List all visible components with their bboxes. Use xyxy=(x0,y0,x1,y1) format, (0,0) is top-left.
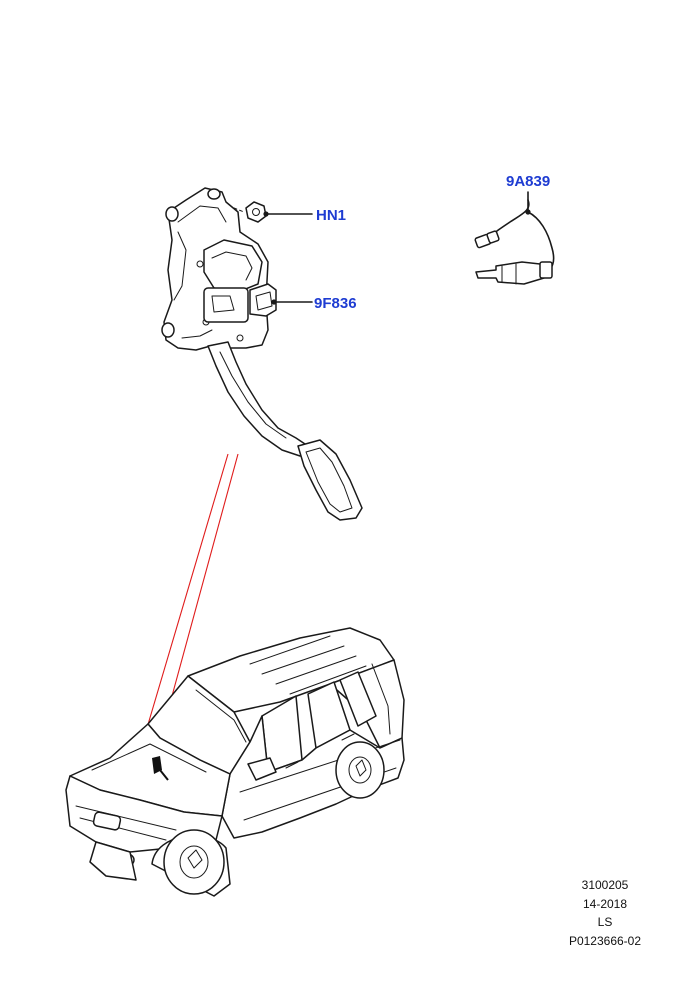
switch-assembly-9a839 xyxy=(474,199,555,285)
callout-9f836: 9F836 xyxy=(314,295,357,312)
hn1-leader-dot xyxy=(263,211,269,217)
reference-illustration-id: P0123666-02 xyxy=(568,933,642,948)
callout-9a839: 9A839 xyxy=(506,173,550,190)
reference-code: 3100205 xyxy=(581,878,629,892)
accelerator-pedal-assembly xyxy=(161,187,363,521)
location-indicator-lines xyxy=(143,453,239,741)
9f836-leader-dot xyxy=(271,299,277,305)
vehicle-outline xyxy=(65,627,405,897)
reference-date: 14-2018 xyxy=(582,896,628,911)
reference-region: LS xyxy=(597,915,613,929)
reference-block: 3100205 14-2018 LS P0123666-02 xyxy=(540,876,670,950)
callout-hn1: HN1 xyxy=(316,207,346,224)
9a839-leader-dot xyxy=(525,209,531,215)
